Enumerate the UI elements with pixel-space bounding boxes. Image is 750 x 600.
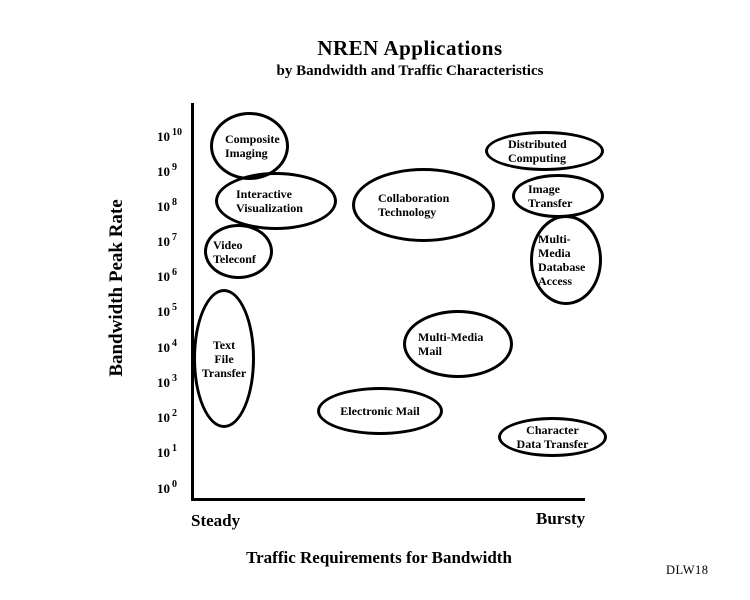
bubble-character-data-transfer: Character Data Transfer: [498, 417, 607, 457]
x-axis-title: Traffic Requirements for Bandwidth: [246, 548, 512, 567]
bubble-label-interactive-visualization: Interactive Visualization: [236, 187, 303, 215]
y-tick-base: 10: [157, 375, 170, 390]
y-tick-base: 10: [157, 129, 170, 144]
y-axis-line: [191, 103, 194, 501]
x-axis-steady-label: Steady: [191, 511, 241, 530]
y-axis-title: Bandwidth Peak Rate: [106, 199, 127, 377]
bubble-video-teleconf: Video Teleconf: [204, 224, 273, 279]
y-tick-base: 10: [157, 481, 170, 496]
y-tick-exponent: 4: [172, 338, 177, 349]
y-tick-base: 10: [157, 269, 170, 284]
y-tick-base: 10: [157, 410, 170, 425]
y-tick-base: 10: [157, 445, 170, 460]
y-tick-exponent: 6: [172, 267, 177, 278]
bubble-label-electronic-mail: Electronic Mail: [340, 404, 420, 418]
bubble-label-multimedia-mail: Multi-Media Mail: [418, 330, 484, 358]
bubble-label-multimedia-database-access: Multi- Media Database Access: [538, 232, 586, 288]
bubble-label-text-file-transfer: Text File Transfer: [201, 337, 247, 380]
bubble-label-composite-imaging: Composite Imaging: [225, 132, 280, 160]
bubble-label-character-data-transfer: Character Data Transfer: [516, 423, 589, 451]
footnote-credit: DLW18: [666, 563, 709, 577]
page-subtitle: by Bandwidth and Traffic Characteristics: [276, 63, 544, 79]
y-tick-exponent: 3: [172, 373, 177, 384]
y-tick-base: 10: [157, 164, 170, 179]
bubble-interactive-visualization: Interactive Visualization: [215, 172, 337, 230]
bubble-label-distributed-computing: Distributed Computing: [508, 137, 567, 165]
bubble-label-collaboration-technology: Collaboration Technology: [378, 191, 450, 219]
bubble-multimedia-database-access: Multi- Media Database Access: [530, 215, 602, 305]
x-axis-bursty-label: Bursty: [536, 509, 586, 528]
y-tick-exponent: 10: [172, 127, 182, 138]
y-tick-base: 10: [157, 199, 170, 214]
title-block: NREN Applications by Bandwidth and Traff…: [70, 36, 750, 80]
y-tick-exponent: 1: [172, 443, 177, 454]
bubble-label-image-transfer: Image Transfer: [528, 182, 573, 210]
bubble-label-video-teleconf: Video Teleconf: [213, 237, 256, 266]
x-axis-line: [191, 498, 585, 501]
bubble-distributed-computing: Distributed Computing: [485, 131, 604, 171]
y-tick-exponent: 5: [172, 302, 177, 313]
y-tick-exponent: 8: [172, 197, 177, 208]
bubble-text-file-transfer: Text File Transfer: [193, 289, 255, 428]
bubble-collaboration-technology: Collaboration Technology: [352, 168, 495, 242]
y-tick-base: 10: [157, 234, 170, 249]
bubble-electronic-mail: Electronic Mail: [317, 387, 443, 435]
y-tick-base: 10: [157, 340, 170, 355]
bubble-composite-imaging: Composite Imaging: [210, 112, 289, 180]
y-tick-exponent: 2: [172, 408, 177, 419]
bubble-multimedia-mail: Multi-Media Mail: [403, 310, 513, 378]
y-tick-exponent: 0: [172, 479, 177, 490]
page-title: NREN Applications: [317, 36, 503, 60]
y-tick-exponent: 9: [172, 162, 177, 173]
y-tick-base: 10: [157, 304, 170, 319]
bubble-image-transfer: Image Transfer: [512, 174, 604, 218]
y-tick-exponent: 7: [172, 232, 177, 243]
